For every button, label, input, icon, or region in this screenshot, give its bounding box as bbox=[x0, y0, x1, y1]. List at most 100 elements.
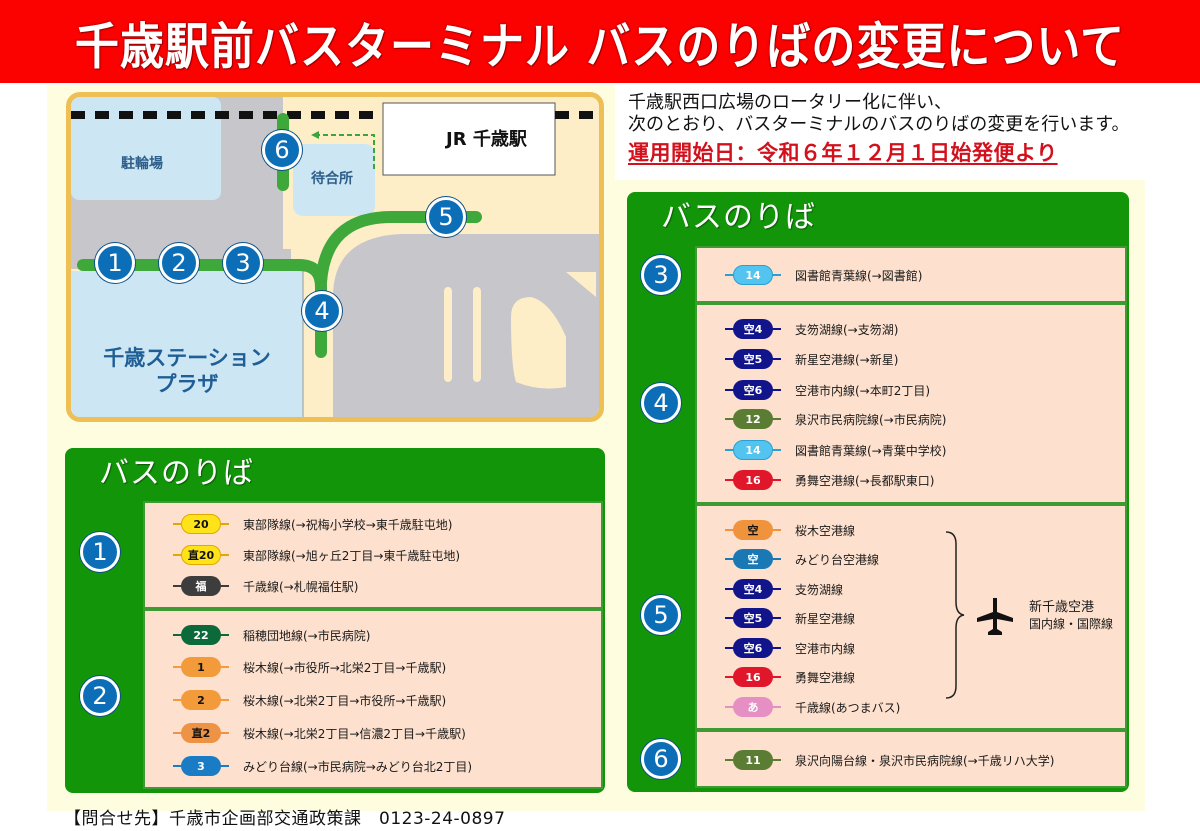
stop-2-routes: 22 稲穂団地線(→市民病院) 1 桜木線(→市役所→北栄2丁目→千歳駅) 2 … bbox=[143, 609, 603, 789]
route-badge: 11 bbox=[717, 749, 789, 771]
map-stop-6[interactable]: 6 bbox=[262, 130, 302, 170]
route-number: 空 bbox=[733, 520, 773, 540]
route-name: 桜木線(→北栄2丁目→信濃2丁目→千歳駅) bbox=[243, 726, 466, 741]
route-number: 2 bbox=[181, 690, 221, 710]
route-badge: 3 bbox=[165, 755, 237, 777]
route-item[interactable]: 1 桜木線(→市役所→北栄2丁目→千歳駅) bbox=[165, 656, 446, 678]
route-item[interactable]: 空6 空港市内線(→本町2丁目) bbox=[717, 379, 930, 401]
intro-line-2: 次のとおり、バスターミナルのバスのりばの変更を行います。 bbox=[628, 114, 1130, 135]
route-item[interactable]: 福 千歳線(→札幌福住駅) bbox=[165, 575, 358, 597]
stop-3-badge: 3 bbox=[641, 255, 681, 295]
route-name: みどり台線(→市民病院→みどり台北2丁目) bbox=[243, 759, 473, 774]
route-name: 千歳線(→札幌福住駅) bbox=[243, 579, 359, 594]
route-item[interactable]: 12 泉沢市民病院線(→市民病院) bbox=[717, 408, 946, 430]
route-number: 空6 bbox=[733, 380, 773, 400]
stop-4-badge: 4 bbox=[641, 383, 681, 423]
route-number: あ bbox=[733, 697, 773, 717]
map-stop-5[interactable]: 5 bbox=[426, 197, 466, 237]
route-name: 図書館青葉線(→図書館) bbox=[795, 268, 923, 283]
route-item[interactable]: 空4 支笏湖線(→支笏湖) bbox=[717, 318, 898, 340]
route-number: 空4 bbox=[733, 319, 773, 339]
stop-5-routes: 空 桜木空港線 空 みどり台空港線 空4 支笏湖線 空5 新星空港線 空6 空港… bbox=[695, 504, 1127, 730]
page-title: 千歳駅前バスターミナル バスのりばの変更について bbox=[75, 17, 1125, 76]
route-badge: 空4 bbox=[717, 318, 789, 340]
route-number: 空5 bbox=[733, 349, 773, 369]
route-number: 空6 bbox=[733, 638, 773, 658]
route-name: 支笏湖線 bbox=[795, 582, 844, 597]
route-badge: 12 bbox=[717, 408, 789, 430]
route-item[interactable]: 11 泉沢向陽台線・泉沢市民病院線(→千歳リハ大学) bbox=[717, 749, 1054, 771]
route-item[interactable]: 空5 新星空港線 bbox=[717, 607, 855, 629]
left-panel-heading: バスのりば bbox=[99, 456, 254, 491]
stop-5-badge: 5 bbox=[641, 595, 681, 635]
route-item[interactable]: 空 みどり台空港線 bbox=[717, 548, 879, 570]
route-item[interactable]: 直2 桜木線(→北栄2丁目→信濃2丁目→千歳駅) bbox=[165, 722, 466, 744]
map-stop-2[interactable]: 2 bbox=[159, 243, 199, 283]
route-badge: 空5 bbox=[717, 348, 789, 370]
route-badge: 空4 bbox=[717, 578, 789, 600]
route-badge: 22 bbox=[165, 624, 237, 646]
route-item[interactable]: 2 桜木線(→北栄2丁目→市役所→千歳駅) bbox=[165, 689, 446, 711]
route-item[interactable]: 14 図書館青葉線(→図書館) bbox=[717, 264, 922, 286]
terminal-map: 駐輪場 待合所 JR 千歳駅 千歳ステーション プラザ 1 2 3 4 5 6 bbox=[66, 92, 604, 422]
right-bus-stop-panel: バスのりば 3 14 図書館青葉線(→図書館) 4 空4 支笏湖線(→支笏湖) … bbox=[627, 192, 1129, 792]
route-number: 空4 bbox=[733, 579, 773, 599]
stop-6-routes: 11 泉沢向陽台線・泉沢市民病院線(→千歳リハ大学) bbox=[695, 730, 1127, 788]
route-name: 図書館青葉線(→青葉中学校) bbox=[795, 443, 947, 458]
route-item[interactable]: 空5 新星空港線(→新星) bbox=[717, 348, 898, 370]
stop-1-badge: 1 bbox=[80, 532, 120, 572]
left-bus-stop-panel: バスのりば 1 20 東部隊線(→祝梅小学校→東千歳駐屯地) 直20 東部隊線(… bbox=[65, 448, 605, 793]
route-name: 東部隊線(→旭ヶ丘2丁目→東千歳駐屯地) bbox=[243, 548, 461, 563]
map-stop-1[interactable]: 1 bbox=[95, 243, 135, 283]
route-item[interactable]: あ 千歳線(あつまバス) bbox=[717, 696, 900, 718]
route-number: 16 bbox=[733, 667, 773, 687]
route-item[interactable]: 20 東部隊線(→祝梅小学校→東千歳駐屯地) bbox=[165, 513, 452, 535]
intro-line-1: 千歳駅西口広場のロータリー化に伴い、 bbox=[628, 92, 952, 113]
route-badge: 空6 bbox=[717, 637, 789, 659]
route-name: 泉沢市民病院線(→市民病院) bbox=[795, 412, 947, 427]
route-name: 桜木空港線 bbox=[795, 523, 856, 538]
route-item[interactable]: 空 桜木空港線 bbox=[717, 519, 855, 541]
route-badge: 直20 bbox=[165, 544, 237, 566]
map-label-waiting-room: 待合所 bbox=[311, 171, 353, 187]
route-number: 14 bbox=[733, 265, 773, 285]
route-item[interactable]: 直20 東部隊線(→旭ヶ丘2丁目→東千歳駐屯地) bbox=[165, 544, 460, 566]
route-name: 桜木線(→北栄2丁目→市役所→千歳駅) bbox=[243, 693, 447, 708]
route-number: 3 bbox=[181, 756, 221, 776]
route-item[interactable]: 空6 空港市内線 bbox=[717, 637, 855, 659]
route-number: 空 bbox=[733, 549, 773, 569]
right-panel-heading: バスのりば bbox=[661, 200, 816, 235]
airport-name: 新千歳空港 bbox=[1029, 600, 1095, 615]
route-badge: 20 bbox=[165, 513, 237, 535]
route-item[interactable]: 16 勇舞空港線(→長都駅東口) bbox=[717, 469, 934, 491]
route-badge: 14 bbox=[717, 264, 789, 286]
map-label-bicycle-parking: 駐輪場 bbox=[121, 156, 163, 172]
route-name: 空港市内線(→本町2丁目) bbox=[795, 383, 931, 398]
map-stop-3[interactable]: 3 bbox=[223, 243, 263, 283]
route-item[interactable]: 3 みどり台線(→市民病院→みどり台北2丁目) bbox=[165, 755, 472, 777]
route-item[interactable]: 空4 支笏湖線 bbox=[717, 578, 843, 600]
route-number: 直20 bbox=[180, 545, 222, 565]
stop-1-routes: 20 東部隊線(→祝梅小学校→東千歳駐屯地) 直20 東部隊線(→旭ヶ丘2丁目→… bbox=[143, 501, 603, 609]
map-label-plaza-line2: プラザ bbox=[155, 372, 219, 396]
route-item[interactable]: 16 勇舞空港線 bbox=[717, 666, 855, 688]
route-number: 22 bbox=[181, 625, 221, 645]
stop-2-badge: 2 bbox=[80, 676, 120, 716]
route-badge: 福 bbox=[165, 575, 237, 597]
route-badge: 2 bbox=[165, 689, 237, 711]
route-number: 16 bbox=[733, 470, 773, 490]
route-item[interactable]: 14 図書館青葉線(→青葉中学校) bbox=[717, 439, 946, 461]
map-stop-4[interactable]: 4 bbox=[302, 291, 342, 331]
map-label-plaza-line1: 千歳ステーション bbox=[103, 346, 271, 370]
route-name: 桜木線(→市役所→北栄2丁目→千歳駅) bbox=[243, 660, 447, 675]
title-bar: 千歳駅前バスターミナル バスのりばの変更について bbox=[0, 0, 1200, 83]
map-label-plaza: 千歳ステーション プラザ bbox=[87, 345, 287, 397]
route-name: 支笏湖線(→支笏湖) bbox=[795, 322, 899, 337]
stop-6-badge: 6 bbox=[641, 739, 681, 779]
route-name: 稲穂団地線(→市民病院) bbox=[243, 628, 371, 643]
route-number: 福 bbox=[181, 576, 221, 596]
route-number: 20 bbox=[181, 514, 221, 534]
route-number: 空5 bbox=[733, 608, 773, 628]
route-item[interactable]: 22 稲穂団地線(→市民病院) bbox=[165, 624, 370, 646]
route-name: みどり台空港線 bbox=[795, 552, 880, 567]
